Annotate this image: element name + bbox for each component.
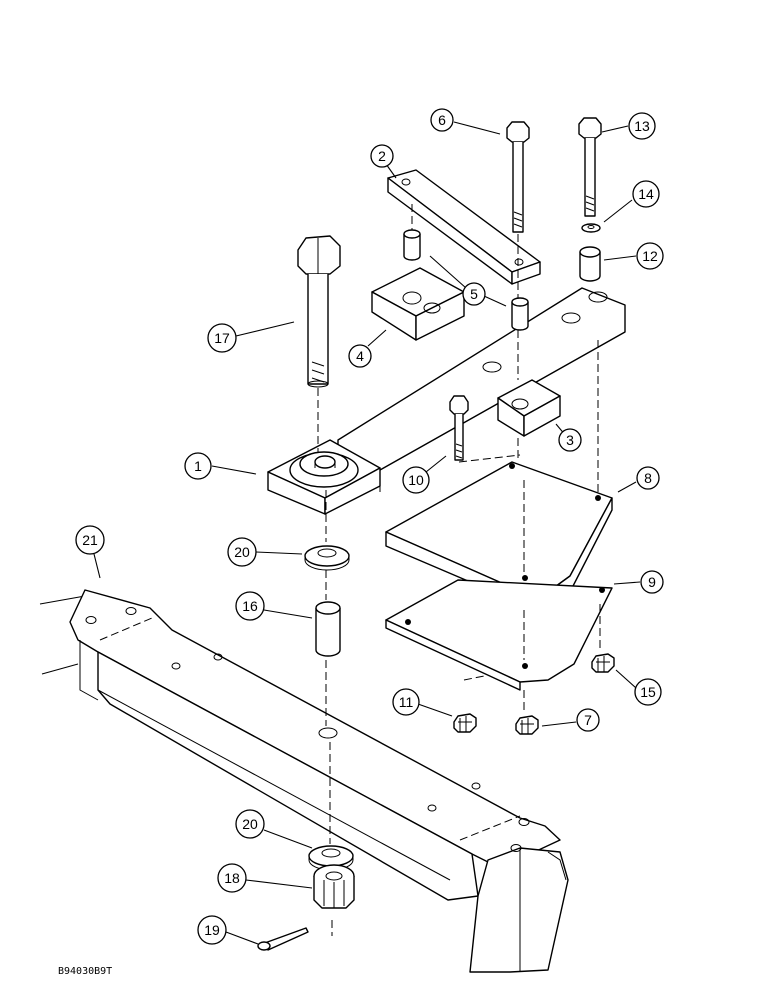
- callout-2: 2: [370, 144, 397, 179]
- center-lines: [317, 204, 601, 936]
- callout-20-upper: 20: [227, 537, 303, 567]
- spacer-lower-part: [511, 297, 529, 331]
- callout-3: 3: [555, 423, 582, 452]
- callout-12: 12: [603, 242, 664, 270]
- svg-text:4: 4: [356, 348, 364, 364]
- bolt-13-part: [578, 117, 602, 217]
- callout-21: 21: [75, 525, 105, 579]
- drawing-code: B94030B9T: [58, 966, 112, 977]
- callout-1: 1: [184, 452, 257, 480]
- svg-text:11: 11: [399, 694, 414, 710]
- callout-13: 13: [601, 112, 656, 140]
- frame-part: [39, 589, 569, 973]
- callout-18: 18: [217, 863, 313, 893]
- strap-part: [387, 169, 541, 285]
- svg-text:15: 15: [640, 684, 656, 700]
- nut-11-part: [453, 713, 477, 733]
- callout-17: 17: [207, 321, 295, 353]
- nut-15-part: [591, 653, 615, 673]
- svg-text:9: 9: [648, 574, 656, 590]
- svg-text:8: 8: [644, 470, 652, 486]
- callout-16: 16: [235, 591, 313, 621]
- svg-text:7: 7: [584, 712, 592, 728]
- svg-text:20: 20: [234, 544, 250, 560]
- spacer-12-part: [579, 246, 601, 282]
- callout-14: 14: [603, 180, 660, 223]
- svg-text:3: 3: [566, 432, 574, 448]
- callout-6: 6: [430, 108, 501, 135]
- nut-7-part: [515, 715, 539, 735]
- svg-text:1: 1: [194, 458, 202, 474]
- svg-text:6: 6: [438, 112, 446, 128]
- svg-text:10: 10: [408, 472, 424, 488]
- sleeve-16-part: [315, 601, 341, 657]
- callout-11: 11: [392, 688, 453, 717]
- callout-10: 10: [402, 455, 447, 494]
- callout-7: 7: [541, 708, 600, 732]
- callout-5: 5: [429, 255, 507, 307]
- svg-text:5: 5: [470, 286, 478, 302]
- svg-text:14: 14: [638, 186, 654, 202]
- castle-nut-18-part: [313, 864, 355, 909]
- callout-15: 15: [615, 669, 662, 706]
- svg-text:2: 2: [378, 148, 386, 164]
- rubber-block-3-part: [497, 379, 561, 437]
- washer-20-upper-part: [304, 545, 350, 571]
- callout-20-lower: 20: [235, 809, 313, 849]
- callout-4: 4: [348, 329, 387, 368]
- bolt-6-part: [506, 121, 530, 233]
- svg-text:17: 17: [214, 330, 230, 346]
- svg-text:20: 20: [242, 816, 258, 832]
- svg-text:13: 13: [634, 118, 650, 134]
- callout-9: 9: [613, 570, 664, 594]
- plate-lower-part: [385, 579, 613, 691]
- callout-19: 19: [197, 915, 259, 945]
- callout-8: 8: [617, 466, 660, 493]
- svg-text:21: 21: [82, 532, 98, 548]
- svg-text:16: 16: [242, 598, 258, 614]
- svg-text:18: 18: [224, 870, 240, 886]
- bolt-17-part: [297, 235, 341, 388]
- spacer-upper-part: [403, 229, 421, 261]
- washer-14-part: [581, 223, 601, 233]
- cotter-pin-part: [257, 927, 309, 951]
- svg-text:19: 19: [204, 922, 220, 938]
- rubber-block-4-part: [371, 267, 465, 341]
- bolt-10-part: [449, 395, 469, 461]
- svg-text:12: 12: [642, 248, 658, 264]
- callouts: 1 2 3 4 5 6: [75, 108, 664, 945]
